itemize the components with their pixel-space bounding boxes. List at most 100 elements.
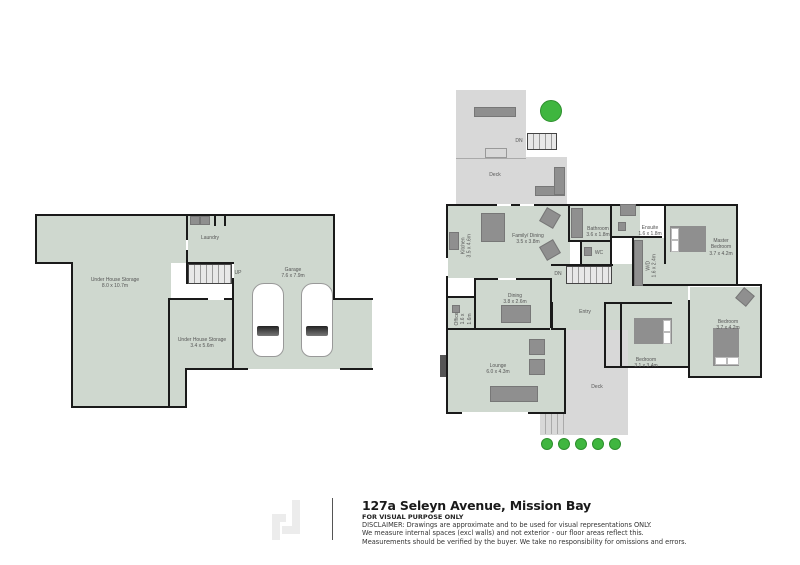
stairs-up-label: UP: [234, 270, 242, 276]
wall: [446, 296, 476, 298]
tree-icon: [575, 438, 587, 450]
wall: [35, 214, 335, 216]
dining-table-icon: [501, 305, 531, 323]
wall: [333, 214, 335, 300]
disclaimer: DISCLAIMER: Drawings are approximate and…: [362, 521, 687, 546]
wall: [568, 204, 570, 240]
room-under-house-storage-small: [170, 298, 234, 369]
outdoor-dining-table-icon: [474, 107, 516, 117]
sofa-icon: [490, 386, 538, 402]
disclaimer-line: Measurements should be verified by the b…: [362, 537, 687, 546]
wall: [232, 368, 248, 370]
kitchen-island-icon: [481, 213, 505, 242]
door-opening: [186, 240, 188, 250]
wall: [340, 368, 373, 370]
deck-lower: [566, 330, 628, 435]
tree-icon: [558, 438, 570, 450]
stairs-deck-lower[interactable]: [540, 412, 566, 434]
wall: [612, 236, 662, 238]
wall: [71, 406, 187, 408]
window: [446, 258, 448, 276]
wall: [214, 214, 216, 226]
wall: [580, 240, 582, 264]
wall: [620, 302, 622, 368]
wall: [736, 204, 738, 286]
wall: [185, 368, 187, 408]
kitchen-bench-icon: [449, 232, 459, 250]
deck-divider: [456, 158, 526, 159]
car-icon: [301, 283, 333, 357]
wall: [333, 298, 373, 300]
wall: [610, 204, 612, 282]
room-label: WC: [594, 250, 604, 256]
car-icon: [252, 283, 284, 357]
stairs-down-deck[interactable]: [527, 133, 557, 150]
wall: [604, 366, 690, 368]
wall: [446, 204, 448, 414]
stairs-down-label: DN: [554, 271, 562, 277]
stairs-down-internal[interactable]: [566, 266, 612, 284]
bed-icon: [634, 318, 672, 344]
disclaimer-line: We measure internal spaces (excl walls) …: [362, 529, 644, 538]
armchair-icon: [529, 359, 545, 375]
tree-icon: [592, 438, 604, 450]
bed-icon: [713, 328, 739, 366]
room-label: Entry: [579, 309, 591, 315]
door-opening: [498, 278, 516, 280]
tree-icon: [540, 100, 562, 122]
room-label: Deck: [591, 384, 603, 390]
tree-icon: [541, 438, 553, 450]
disclaimer-line: DISCLAIMER: Drawings are approximate and…: [362, 521, 652, 529]
stairs-up[interactable]: [188, 264, 232, 284]
wall: [551, 264, 613, 266]
shower-icon: [620, 204, 636, 216]
room-garage-ext: [330, 298, 372, 369]
wall: [224, 214, 226, 226]
window: [462, 412, 528, 414]
wall: [474, 278, 476, 330]
wall: [604, 302, 672, 304]
desk-chair-icon: [452, 305, 460, 313]
visual-purpose-notice: FOR VISUAL PURPOSE ONLY: [362, 513, 464, 521]
footer-divider: [332, 498, 333, 540]
window: [520, 204, 534, 206]
wall: [564, 328, 566, 414]
wall: [632, 284, 762, 286]
wall: [604, 302, 606, 368]
room-entry: [548, 302, 620, 330]
outdoor-table-icon: [485, 148, 507, 158]
wall: [185, 368, 235, 370]
wall: [551, 328, 565, 330]
washer-icon: [190, 216, 200, 225]
toilet-icon: [584, 247, 592, 256]
fireplace: [440, 355, 446, 377]
wardrobe-icon: [634, 240, 643, 286]
property-address: 127a Seleyn Avenue, Mission Bay: [362, 498, 592, 513]
brand-logo-icon: [272, 500, 300, 540]
stairs-down-label: DN: [515, 138, 523, 144]
wall: [71, 262, 73, 408]
bathtub-icon: [571, 208, 583, 238]
room-office: [448, 298, 475, 328]
toilet-icon: [618, 222, 626, 231]
wall: [690, 376, 762, 378]
tree-icon: [609, 438, 621, 450]
outdoor-sofa-icon: [554, 167, 565, 195]
window: [497, 204, 511, 206]
dryer-icon: [200, 216, 210, 225]
wall: [35, 214, 37, 264]
room-label: Deck: [489, 172, 501, 178]
